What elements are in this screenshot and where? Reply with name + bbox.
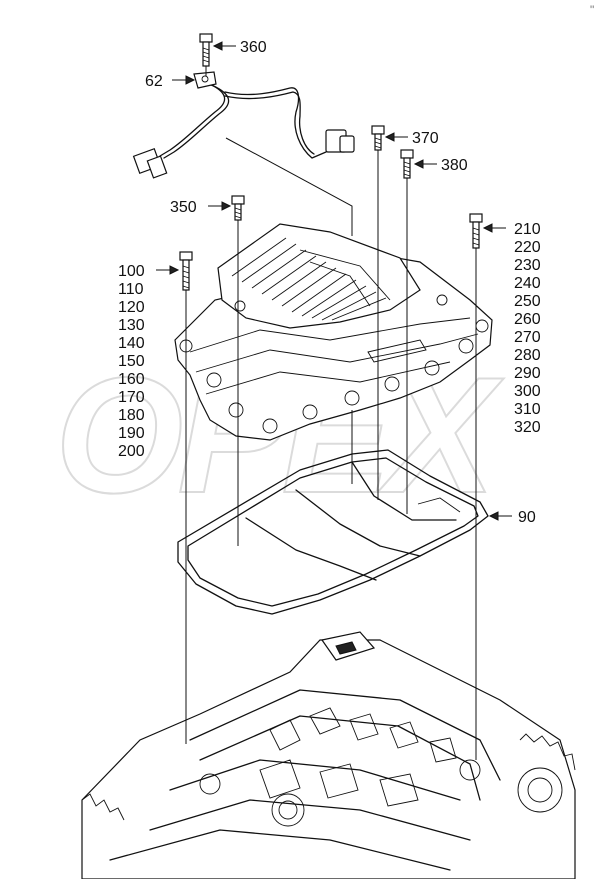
left-list-item: 190: [118, 425, 145, 442]
left-list-item: 140: [118, 335, 145, 352]
bolt-380: [400, 149, 414, 179]
callout-arrows: [156, 41, 512, 521]
control-module: [174, 223, 493, 441]
right-list-item: 260: [514, 311, 541, 328]
transmission-housing: [81, 631, 576, 879]
right-list-item: 320: [514, 419, 541, 436]
left-list-item: 110: [118, 281, 144, 298]
bolt-350: [231, 195, 245, 221]
callout-370: 370: [412, 130, 439, 147]
right-list-item: 210: [514, 221, 541, 238]
right-list-item: 300: [514, 383, 541, 400]
bolt-360: [199, 33, 213, 67]
right-list-item: 230: [514, 257, 541, 274]
right-list-item: 270: [514, 329, 541, 346]
right-list-item: 310: [514, 401, 541, 418]
right-list-item: 290: [514, 365, 541, 382]
harness-clip: [193, 71, 217, 89]
assembly-lines: [185, 66, 477, 760]
connector-left: [132, 148, 168, 179]
right-list-item: 250: [514, 293, 541, 310]
callout-62: 62: [145, 73, 163, 90]
right-part-list: 210 220 230 240 250 260 270 280 290 300 …: [514, 221, 541, 436]
right-list-item: 240: [514, 275, 541, 292]
callout-360: 360: [240, 39, 267, 56]
wiring-harness: [132, 71, 355, 179]
left-list-item: 100: [118, 263, 145, 280]
left-list-item: 120: [118, 299, 145, 316]
left-list-item: 200: [118, 443, 145, 460]
bolt-370: [371, 125, 385, 151]
right-list-item: 220: [514, 239, 541, 256]
left-part-list: 100 110 120 130 140 150 160 170 180 190 …: [118, 263, 145, 460]
left-list-item: 160: [118, 371, 145, 388]
bolt-100: [179, 251, 193, 291]
left-list-item: 130: [118, 317, 145, 334]
bolt-210: [469, 213, 483, 249]
connector-right: [325, 129, 355, 153]
callout-90: 90: [518, 509, 536, 526]
left-list-item: 150: [118, 353, 145, 370]
right-list-item: 280: [514, 347, 541, 364]
callout-350: 350: [170, 199, 197, 216]
gasket-90: [177, 449, 489, 615]
corner-mark: ": [590, 3, 594, 17]
callout-labels: 360 62 370 380 350 90: [145, 39, 536, 526]
left-list-item: 170: [118, 389, 145, 406]
callout-380: 380: [441, 157, 468, 174]
left-list-item: 180: [118, 407, 145, 424]
